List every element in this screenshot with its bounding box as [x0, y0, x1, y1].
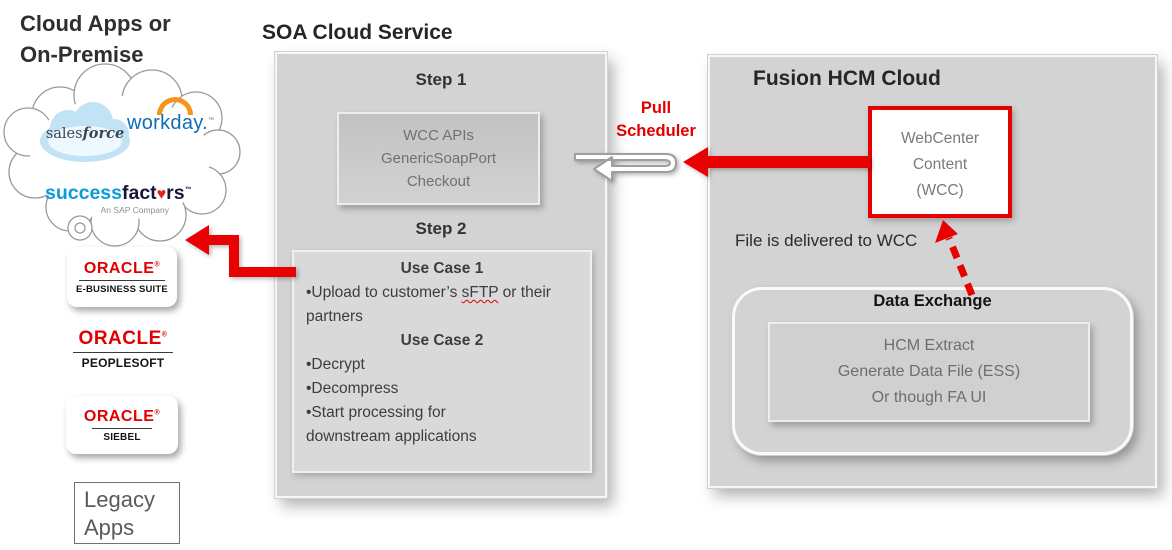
salesforce-cloud-icon [40, 102, 130, 162]
webcenter-content-box: WebCenter Content (WCC) [868, 106, 1012, 218]
hcm-extract-line1: HCM Extract [883, 337, 975, 354]
step2-heading: Step 2 [415, 219, 467, 238]
salesforce-text-2: force [82, 125, 125, 142]
workday-logo: workday.™ [127, 97, 227, 141]
oracle-siebel-reg: ® [154, 409, 161, 417]
wcc-apis-line2: GenericSoapPort [380, 150, 497, 167]
successfactors-text-1: success [45, 182, 122, 204]
salesforce-logo: salesforce [38, 101, 132, 165]
oracle-psft-brand-text: ORACLE [78, 328, 162, 349]
successfactors-heart-icon: ♥ [156, 186, 167, 203]
successfactors-tm: ™ [184, 186, 192, 194]
oracle-ebs-divider [79, 279, 165, 281]
workday-text: workday. [127, 112, 208, 134]
use-case-2-bullet-1: •Decrypt [306, 356, 365, 373]
cloud-apps-heading: Cloud Apps or On-Premise [20, 8, 171, 70]
successfactors-logo: successfact♥rs™ An SAP Company [45, 182, 192, 215]
oracle-siebel-sub: SIEBEL [103, 431, 141, 443]
uc1-bullet-pre: •Upload to customer’s [306, 284, 462, 301]
uc1-bullet-sftp: sFTP [461, 284, 499, 301]
use-case-2-bullet-2: •Decompress [306, 380, 399, 397]
wcc-apis-line1: WCC APIs [403, 127, 474, 144]
pull-scheduler-line2: Scheduler [616, 122, 696, 140]
wcc-line2: Content [912, 156, 968, 173]
successfactors-text-2: fact [121, 182, 157, 204]
salesforce-text-1: sales [45, 126, 83, 142]
hcm-extract-line2: Generate Data File (ESS) [837, 363, 1021, 380]
salesforce-wordmark: salesforce [38, 125, 132, 142]
oracle-siebel-brand-text: ORACLE [83, 407, 155, 425]
sap-tagline: An SAP Company [100, 205, 169, 215]
workday-wordmark: workday.™ [127, 112, 214, 135]
wcc-apis-box: WCC APIs GenericSoapPort Checkout [337, 112, 540, 205]
use-case-1-heading: Use Case 1 [400, 260, 484, 277]
wcc-apis-line3: Checkout [406, 173, 471, 190]
pull-scheduler-label: Pull Scheduler [608, 97, 704, 143]
oracle-siebel-card: ORACLE® SIEBEL [66, 396, 178, 454]
wcc-line1: WebCenter [900, 130, 980, 147]
oracle-psft-reg: ® [161, 331, 168, 339]
pull-arrow-icon [683, 147, 870, 177]
oracle-ebs-brand: ORACLE® [84, 260, 160, 278]
file-delivery-note: File is delivered to WCC [735, 231, 918, 250]
pull-scheduler-line1: Pull [640, 99, 672, 117]
successfactors-wordmark: successfact♥rs™ [45, 182, 192, 205]
data-exchange-title: Data Exchange [873, 292, 992, 310]
oracle-psft-divider [73, 352, 173, 353]
soa-title: SOA Cloud Service [262, 21, 453, 44]
oracle-ebs-reg: ® [154, 261, 161, 269]
uturn-arrow-icon [574, 153, 677, 182]
oracle-peoplesoft-logo: ORACLE® PEOPLESOFT [62, 325, 184, 373]
uc1-bullet-post: or their partners [306, 284, 551, 325]
oracle-psft-brand: ORACLE® [79, 328, 168, 350]
oracle-psft-sub: PEOPLESOFT [81, 356, 165, 370]
oracle-ebs-sub: E-BUSINESS SUITE [76, 283, 168, 295]
cloud-apps-heading-line1: Cloud Apps or [20, 11, 171, 36]
oracle-siebel-brand: ORACLE® [84, 408, 160, 426]
legacy-apps-box: Legacy Apps [74, 482, 180, 544]
oracle-siebel-divider [92, 427, 152, 429]
use-case-2-bullet-3: •Start processing for downstream applica… [306, 404, 477, 445]
workday-tm: ™ [207, 117, 215, 124]
fusion-title: Fusion HCM Cloud [753, 67, 941, 90]
elbow-arrow-icon [185, 225, 296, 277]
cloud-apps-heading-line2: On-Premise [20, 42, 144, 67]
step1-heading: Step 1 [415, 70, 467, 89]
wcc-line3: (WCC) [916, 182, 964, 199]
oracle-ebs-card: ORACLE® E-BUSINESS SUITE [67, 247, 177, 307]
hcm-extract-box: HCM Extract Generate Data File (ESS) Or … [768, 322, 1090, 422]
step2-box: Use Case 1 •Upload to customer’s sFTP or… [292, 250, 592, 473]
use-case-2-heading: Use Case 2 [400, 332, 484, 349]
use-case-1-bullet: •Upload to customer’s sFTP or their part… [306, 281, 558, 329]
successfactors-text-3: rs [166, 182, 185, 204]
hcm-extract-line3: Or though FA UI [871, 389, 987, 406]
cloud-tail-spiral [67, 215, 93, 241]
dashed-arrow-icon [935, 220, 976, 297]
workday-arc-icon [157, 97, 193, 115]
oracle-ebs-brand-text: ORACLE [83, 259, 155, 277]
